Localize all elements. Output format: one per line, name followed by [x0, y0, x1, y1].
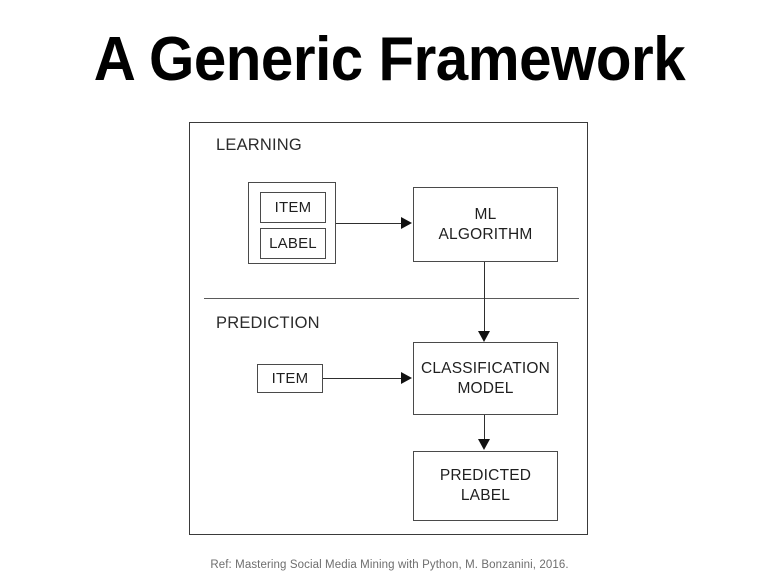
node-predicted-label-label-line2: LABEL [460, 487, 511, 504]
node-item-predict: ITEM [257, 364, 323, 393]
arrowhead-right-icon [401, 216, 412, 229]
diagram-frame: LEARNING PREDICTION ITEM LABEL ML ALGORI… [189, 122, 588, 535]
node-label-train-label: LABEL [269, 234, 317, 252]
node-predicted-label: PREDICTED LABEL [413, 451, 558, 521]
node-item-train-label: ITEM [274, 198, 312, 216]
node-item-train: ITEM [260, 192, 326, 223]
arrowhead-down-icon [477, 331, 490, 342]
node-classification-model-label-line1: CLASSIFICATION [420, 359, 551, 377]
node-ml-algorithm-label-line2: ALGORITHM [438, 225, 533, 243]
node-classification-model: CLASSIFICATION MODEL [413, 342, 558, 415]
page-title: A Generic Framework [93, 25, 686, 94]
node-ml-algorithm-label-line1: ML [474, 205, 497, 223]
arrowhead-down-icon [477, 439, 490, 450]
arrowhead-right-icon [401, 371, 412, 384]
edge-item-predict-to-classification-model [323, 378, 404, 379]
node-classification-model-label-line2: MODEL [457, 379, 514, 397]
section-divider [204, 298, 579, 299]
node-predicted-label-label-line1: PREDICTED [439, 467, 532, 484]
reference-citation: Ref: Mastering Social Media Mining with … [210, 559, 569, 571]
section-label-learning: LEARNING [216, 136, 302, 154]
section-label-prediction: PREDICTION [216, 314, 320, 332]
node-training-data: ITEM LABEL [248, 182, 336, 264]
node-item-predict-label: ITEM [271, 369, 309, 387]
node-ml-algorithm: ML ALGORITHM [413, 187, 558, 262]
node-label-train: LABEL [260, 228, 326, 259]
edge-ml-algorithm-to-classification-model [484, 262, 485, 332]
edge-classification-model-to-predicted-label [484, 415, 485, 440]
edge-training-data-to-ml-algorithm [336, 223, 404, 224]
